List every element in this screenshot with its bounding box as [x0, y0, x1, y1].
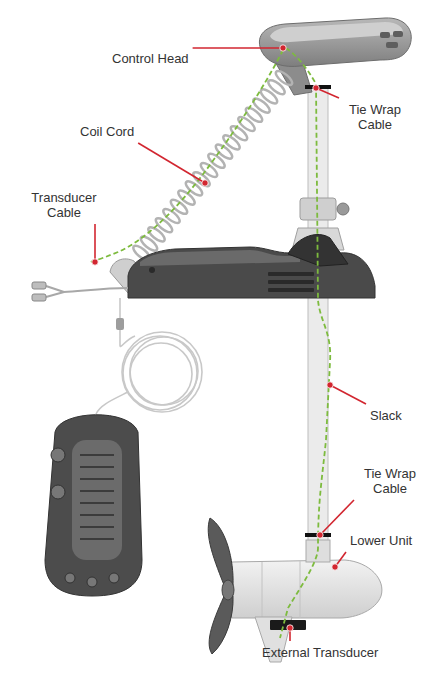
pedal-button [65, 573, 75, 583]
leader-dot [92, 259, 98, 265]
leader-line [320, 500, 354, 535]
body-seam [262, 562, 263, 618]
propeller-blade [209, 592, 233, 654]
wire-plug [32, 294, 46, 301]
head-button [386, 42, 398, 48]
leader-line [193, 47, 283, 49]
pedal-cable-connector [116, 318, 124, 330]
leader-dot [280, 45, 286, 51]
part-label: Tie Wrap Cable [343, 102, 407, 132]
head-button [393, 31, 403, 37]
body-seam [300, 561, 301, 618]
leader-dot [332, 564, 338, 570]
leader-line [138, 143, 205, 183]
lower-unit-body [226, 560, 382, 618]
pedal-grip [72, 440, 122, 560]
pedal-button [51, 485, 65, 499]
part-label: Coil Cord [80, 124, 134, 139]
leader-dot [202, 180, 208, 186]
leader-dot [287, 625, 293, 631]
pedal-cable [96, 298, 202, 414]
leader-line [94, 224, 96, 262]
pedal-button [87, 577, 97, 587]
part-label: External Transducer [262, 645, 378, 660]
shaft [308, 88, 328, 558]
pedal-button [51, 448, 65, 462]
foot-pedal [45, 415, 142, 596]
part-label: Lower Unit [350, 533, 412, 548]
mount-top [140, 250, 300, 266]
part-label: Tie Wrap Cable [358, 466, 422, 496]
mount-vents [268, 272, 314, 292]
mount-screw [149, 267, 155, 273]
wire-plug [32, 282, 46, 289]
part-label: Slack [370, 408, 402, 423]
head-button [380, 32, 390, 38]
leader-line [316, 88, 339, 98]
part-label: Control Head [112, 51, 189, 66]
pedal-ridges [80, 455, 114, 539]
propeller-blade [208, 518, 233, 590]
part-label: Transducer Cable [26, 190, 102, 220]
leader-dot [313, 85, 319, 91]
control-head-top [270, 22, 403, 42]
leader-dot [317, 532, 323, 538]
power-wires [46, 286, 128, 297]
leader-dot [327, 382, 333, 388]
collar-knob [337, 203, 349, 215]
propeller-hub [222, 580, 234, 600]
pedal-button [109, 573, 119, 583]
control-head [259, 18, 411, 67]
leader-line [330, 385, 366, 404]
coil-cord [131, 69, 294, 263]
